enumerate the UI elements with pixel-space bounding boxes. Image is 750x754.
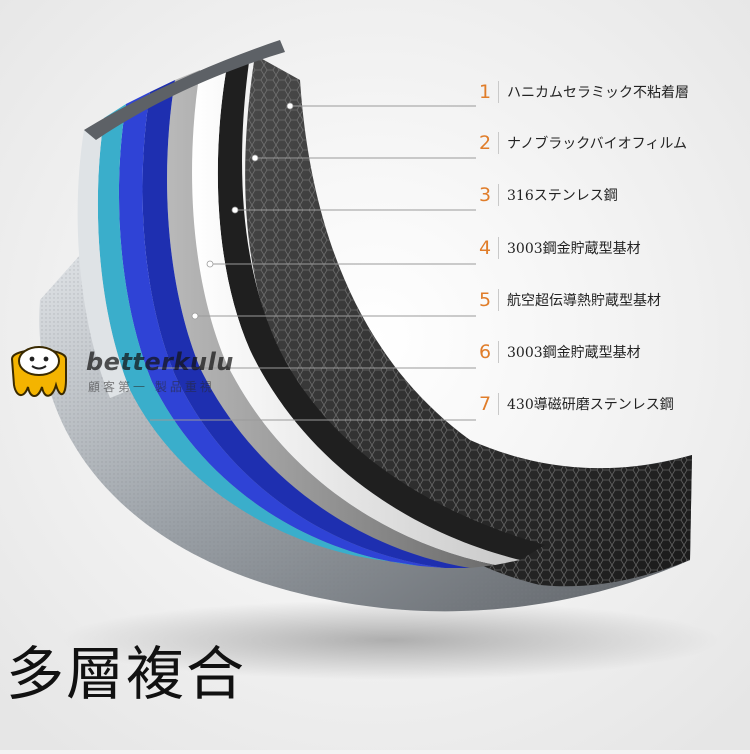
brand-mascot-logo	[10, 346, 67, 397]
callout-layer-1: 1 ハニカムセラミック不粘着層	[476, 78, 689, 106]
callout-label: 430導磁研磨ステンレス鋼	[507, 397, 674, 413]
callout-label: 3003鋼金貯蔵型基材	[507, 345, 641, 361]
aluminum-3003-layer-lower	[118, 92, 445, 568]
magnetic-stainless-430-layer	[97, 104, 420, 566]
pan-rim-top	[84, 40, 285, 140]
watermark-brand-name: betterkulu	[86, 348, 234, 376]
callout-leader-dots	[191, 102, 294, 320]
callout-label: ナノブラックバイオフィルム	[507, 136, 688, 152]
callout-divider	[498, 341, 499, 363]
headline-title: 多層複合	[6, 640, 247, 708]
callout-label: 316ステンレス鋼	[507, 188, 618, 204]
callout-number: 6	[478, 341, 492, 363]
callout-layer-4: 4 3003鋼金貯蔵型基材	[476, 234, 641, 262]
callout-leader-lines	[150, 105, 476, 421]
watermark-slogan: 顧客第一 製品重視	[88, 380, 215, 394]
callout-number: 2	[478, 132, 492, 154]
callout-number: 7	[478, 393, 492, 415]
callout-layer-6: 6 3003鋼金貯蔵型基材	[476, 338, 641, 366]
brand-watermark: betterkulu 顧客第一 製品重視	[6, 342, 276, 402]
callout-layer-7: 7 430導磁研磨ステンレス鋼	[476, 390, 674, 418]
callout-label: 航空超伝導熱貯蔵型基材	[507, 293, 661, 309]
callout-layer-2: 2 ナノブラックバイオフィルム	[476, 129, 687, 157]
pan-shadow	[60, 600, 720, 680]
callout-divider	[498, 81, 499, 103]
callout-layer-3: 3 316ステンレス鋼	[476, 181, 618, 209]
callout-divider	[498, 184, 499, 206]
pan-rim-edge	[77, 118, 130, 398]
callout-number: 5	[478, 289, 492, 311]
callout-divider	[498, 237, 499, 259]
callout-divider	[498, 393, 499, 415]
callout-divider	[498, 289, 499, 311]
callout-label: ハニカムセラミック不粘着層	[507, 85, 689, 101]
callout-layer-5: 5 航空超伝導熱貯蔵型基材	[476, 286, 661, 314]
callout-number: 1	[478, 81, 492, 103]
callout-label: 3003鋼金貯蔵型基材	[507, 241, 641, 257]
callout-number: 3	[478, 184, 492, 206]
callout-number: 4	[478, 237, 492, 259]
aviation-heat-core-layer	[142, 80, 471, 568]
callout-divider	[498, 132, 499, 154]
